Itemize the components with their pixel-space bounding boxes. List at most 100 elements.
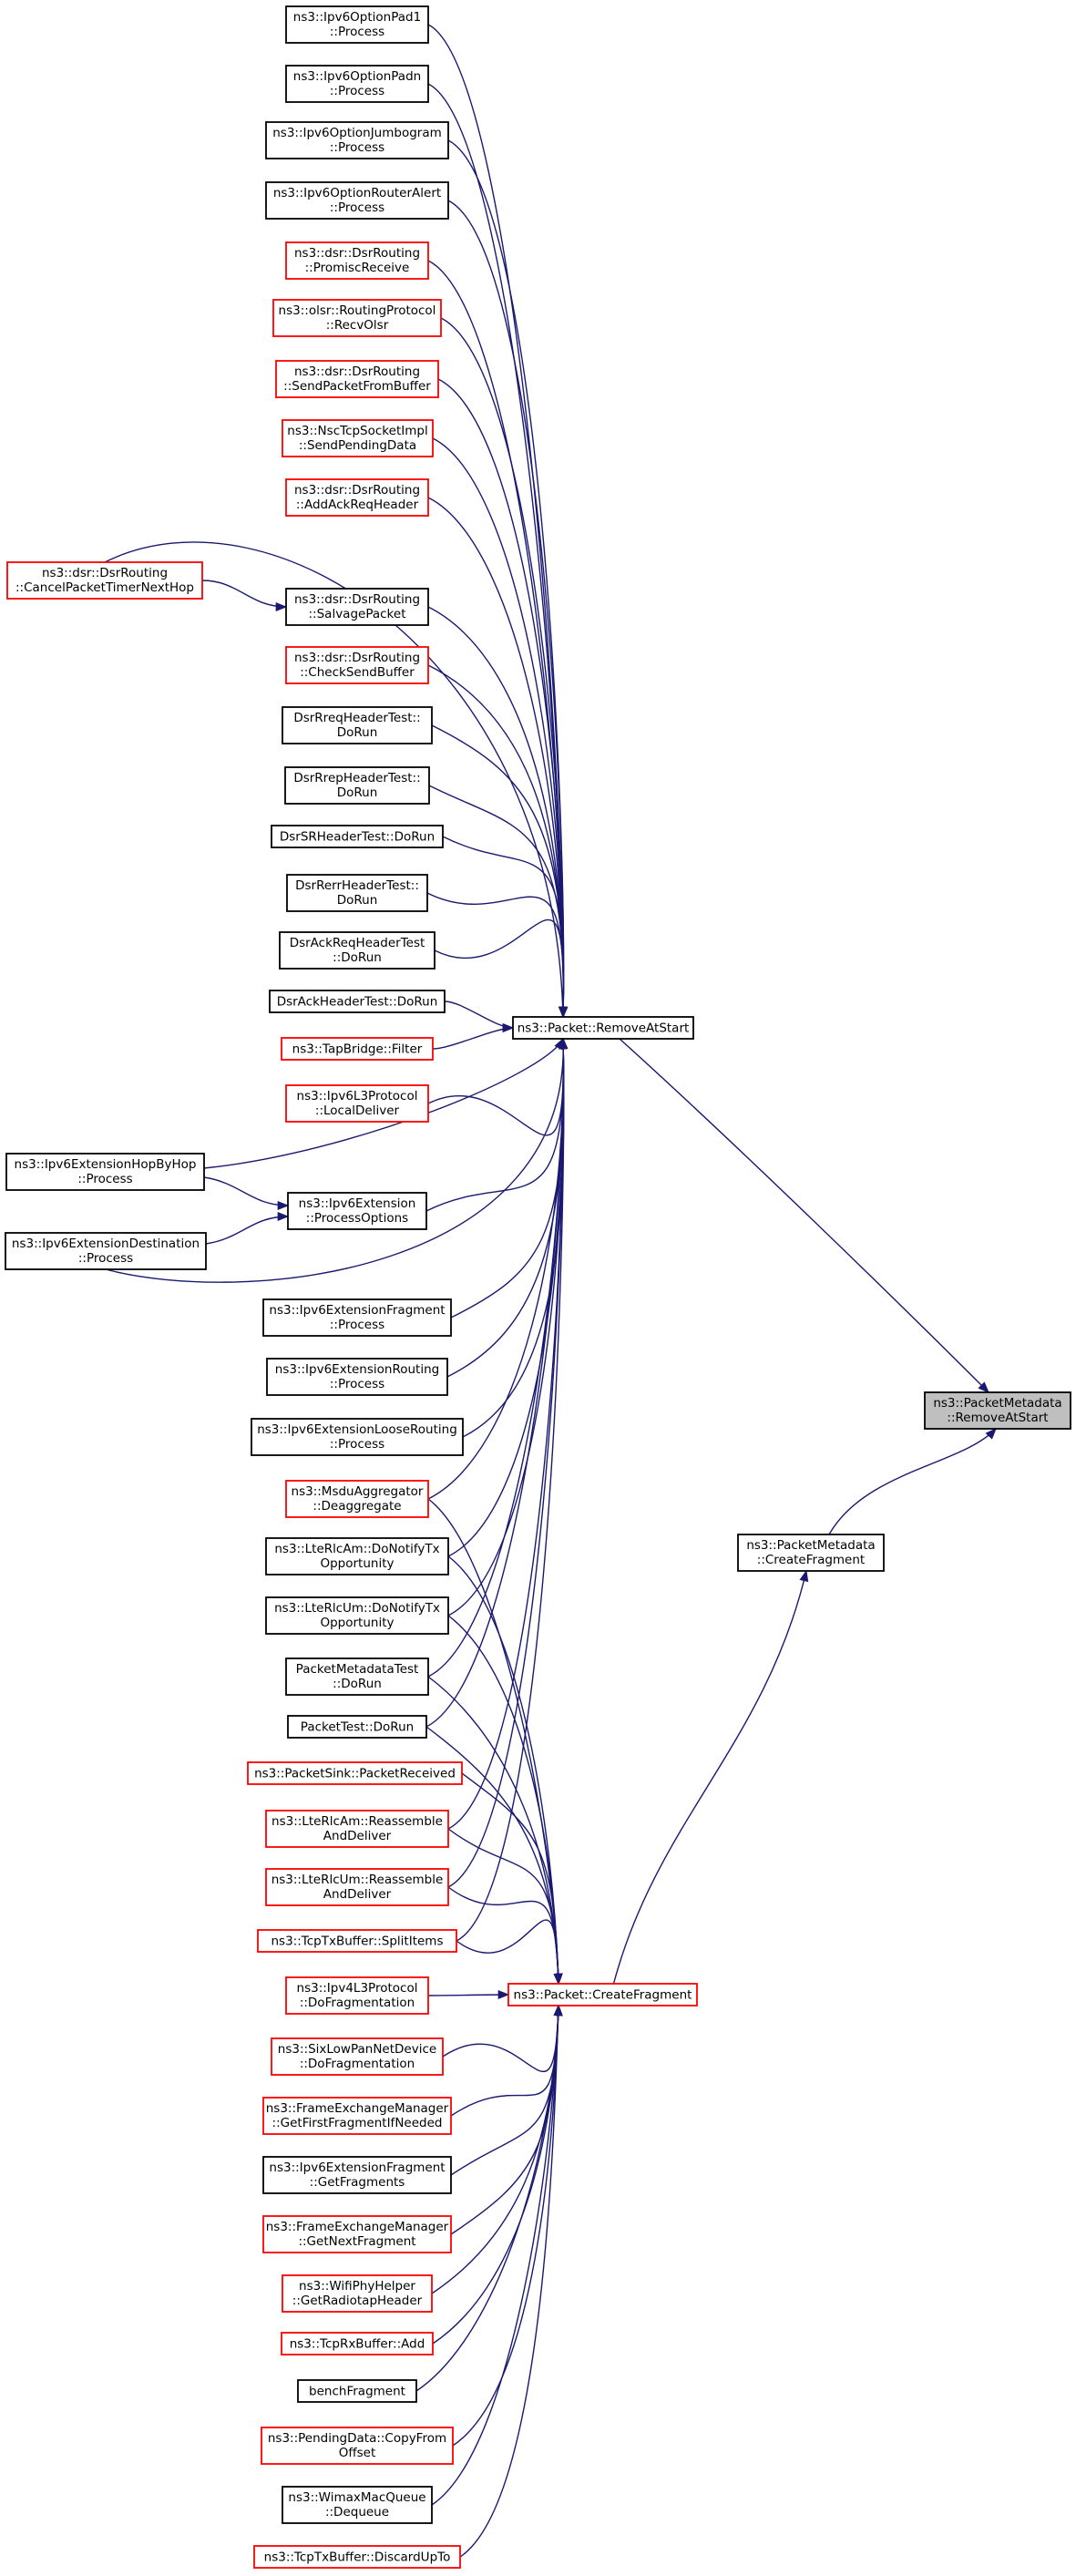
edge-check_send_buffer-to-removeatstart bbox=[427, 664, 569, 1019]
edge-hopbyhop-to-removeatstart bbox=[203, 1037, 564, 1169]
node-ack-req-test[interactable]: DsrAckReqHeaderTest::DoRun bbox=[279, 931, 436, 970]
node-ext-fragment-process[interactable]: ns3::Ipv6ExtensionFragment::Process bbox=[262, 1298, 452, 1337]
node-box bbox=[6, 561, 203, 600]
edge-tcp_split_items-to-removeatstart bbox=[456, 1037, 569, 1942]
node-ext-loose-routing[interactable]: ns3::Ipv6ExtensionLooseRouting::Process bbox=[251, 1418, 464, 1456]
node-packet-test[interactable]: PacketTest::DoRun bbox=[287, 1715, 427, 1739]
node-tcp-split-items[interactable]: ns3::TcpTxBuffer::SplitItems bbox=[257, 1929, 457, 1953]
node-send-pending-data[interactable]: ns3::NscTcpSocketImpl::SendPendingData bbox=[282, 419, 434, 457]
node-label: ::PromiscReceive bbox=[305, 261, 410, 275]
node-label: ::Process bbox=[330, 25, 384, 39]
node-padn[interactable]: ns3::Ipv6OptionPadn::Process bbox=[285, 65, 429, 103]
node-get-fragments[interactable]: ns3::Ipv6ExtensionFragment::GetFragments bbox=[262, 2156, 452, 2194]
node-label: ns3::Packet::RemoveAtStart bbox=[518, 1021, 690, 1036]
edge-process_options-to-removeatstart bbox=[425, 1037, 569, 1212]
node-next-fragment[interactable]: ns3::FrameExchangeManager::GetNextFragme… bbox=[262, 2215, 452, 2253]
node-bench-fragment[interactable]: benchFragment bbox=[297, 2379, 417, 2403]
node-label: ns3::Ipv6ExtensionHopByHop bbox=[15, 1157, 197, 1172]
node-packet-metadata-test[interactable]: PacketMetadataTest::DoRun bbox=[285, 1657, 429, 1696]
node-box bbox=[287, 1192, 427, 1230]
edge-hopbyhop-to-processoptions bbox=[203, 1176, 290, 1211]
node-label: ns3::FrameExchangeManager bbox=[266, 2101, 449, 2116]
node-tap-bridge-filter[interactable]: ns3::TapBridge::Filter bbox=[281, 1037, 434, 1061]
node-process-options[interactable]: ns3::Ipv6Extension::ProcessOptions bbox=[287, 1192, 427, 1230]
node-pad1[interactable]: ns3::Ipv6OptionPad1::Process bbox=[285, 5, 429, 44]
edge-createfragment-to-pmcreatefragment bbox=[612, 1569, 809, 1985]
node-tcp-rx-add[interactable]: ns3::TcpRxBuffer::Add bbox=[281, 2332, 434, 2355]
node-rreq-test[interactable]: DsrRreqHeaderTest::DoRun bbox=[282, 706, 433, 744]
node-cancel-packet-timer[interactable]: ns3::dsr::DsrRouting::CancelPacketTimerN… bbox=[6, 561, 203, 600]
edge-packet_test-to-removeatstart bbox=[425, 1037, 569, 1728]
node-remove-at-start[interactable]: ns3::Packet::RemoveAtStart bbox=[512, 1016, 694, 1040]
edge-extdestination-to-processoptions bbox=[205, 1211, 290, 1245]
node-label: ns3::LteRlcUm::DoNotifyTx bbox=[274, 1601, 440, 1616]
node-rerr-test[interactable]: DsrRerrHeaderTest::DoRun bbox=[286, 874, 428, 912]
node-label: DsrAckReqHeaderTest bbox=[290, 936, 425, 950]
node-label: ::Dequeue bbox=[325, 2505, 389, 2520]
node-box bbox=[262, 2215, 452, 2253]
node-check-send-buffer[interactable]: ns3::dsr::DsrRouting::CheckSendBuffer bbox=[285, 646, 429, 684]
node-box bbox=[275, 360, 439, 398]
node-box bbox=[287, 1715, 427, 1739]
node-label: ::DoFragmentation bbox=[300, 2057, 415, 2071]
node-label: ns3::dsr::DsrRouting bbox=[294, 246, 420, 261]
node-pm-create-fragment[interactable]: ns3::PacketMetadata::CreateFragment bbox=[737, 1534, 885, 1572]
node-label: ::Process bbox=[78, 1251, 133, 1266]
node-label: ns3::Ipv6ExtensionFragment bbox=[269, 2160, 445, 2175]
node-ext-routing[interactable]: ns3::Ipv6ExtensionRouting::Process bbox=[266, 1358, 448, 1396]
node-ext-destination[interactable]: ns3::Ipv6ExtensionDestination::Process bbox=[5, 1232, 207, 1270]
node-box bbox=[285, 1976, 429, 2015]
node-create-fragment[interactable]: ns3::Packet::CreateFragment bbox=[507, 1983, 698, 2006]
node-salvage-packet[interactable]: ns3::dsr::DsrRouting::SalvagePacket bbox=[285, 588, 429, 626]
node-target[interactable]: ns3::PacketMetadata::RemoveAtStart bbox=[924, 1391, 1071, 1430]
node-label: ::RecvOlsr bbox=[326, 318, 389, 333]
node-label: ::Process bbox=[330, 1437, 384, 1452]
node-box bbox=[257, 1929, 457, 1953]
node-box bbox=[271, 2037, 444, 2076]
node-label: ns3::PacketMetadata bbox=[746, 1538, 875, 1553]
node-discard-up-to[interactable]: ns3::TcpTxBuffer::DiscardUpTo bbox=[253, 2545, 461, 2569]
node-packet-sink[interactable]: ns3::PacketSink::PacketReceived bbox=[247, 1761, 463, 1785]
node-label: ::Process bbox=[330, 200, 384, 215]
node-radiotap-header[interactable]: ns3::WifiPhyHelper::GetRadiotapHeader bbox=[282, 2274, 433, 2313]
node-msdu-deaggregate[interactable]: ns3::MsduAggregator::Deaggregate bbox=[285, 1480, 429, 1518]
node-box bbox=[285, 1657, 429, 1696]
node-label: ::Deaggregate bbox=[313, 1499, 401, 1514]
node-promisc-receive[interactable]: ns3::dsr::DsrRouting::PromiscReceive bbox=[285, 241, 429, 280]
node-label: Opportunity bbox=[320, 1616, 394, 1630]
node-local-deliver[interactable]: ns3::Ipv6L3Protocol::LocalDeliver bbox=[285, 1084, 429, 1123]
edge-first_fragment-to-createfragment bbox=[450, 2004, 563, 2117]
node-rrep-test[interactable]: DsrRrepHeaderTest::DoRun bbox=[284, 766, 430, 805]
node-first-fragment[interactable]: ns3::FrameExchangeManager::GetFirstFragm… bbox=[262, 2097, 452, 2135]
node-send-packet-from-buffer[interactable]: ns3::dsr::DsrRouting::SendPacketFromBuff… bbox=[275, 360, 439, 398]
node-label: DsrSRHeaderTest::DoRun bbox=[280, 830, 435, 845]
node-recv-olsr[interactable]: ns3::olsr::RoutingProtocol::RecvOlsr bbox=[272, 299, 442, 337]
node-label: ns3::olsr::RoutingProtocol bbox=[279, 303, 436, 318]
node-box bbox=[265, 1537, 449, 1575]
node-sr-test[interactable]: DsrSRHeaderTest::DoRun bbox=[271, 825, 444, 848]
node-sixlowpan-fragmentation[interactable]: ns3::SixLowPanNetDevice::DoFragmentation bbox=[271, 2037, 444, 2076]
node-label: AndDeliver bbox=[323, 1829, 392, 1843]
node-hop-by-hop[interactable]: ns3::Ipv6ExtensionHopByHop::Process bbox=[5, 1153, 205, 1191]
node-ipv4-fragmentation[interactable]: ns3::Ipv4L3Protocol::DoFragmentation bbox=[285, 1976, 429, 2015]
edge-tcp_split_items-to-createfragment bbox=[456, 1919, 563, 1986]
node-box bbox=[285, 1084, 429, 1123]
node-label: Opportunity bbox=[320, 1556, 394, 1571]
node-label: DoRun bbox=[337, 893, 378, 908]
node-router-alert[interactable]: ns3::Ipv6OptionRouterAlert::Process bbox=[265, 181, 449, 220]
node-label: ns3::WimaxMacQueue bbox=[288, 2490, 425, 2505]
node-ack-test[interactable]: DsrAckHeaderTest::DoRun bbox=[269, 990, 446, 1013]
edges bbox=[104, 24, 997, 2558]
node-label: ::Process bbox=[330, 1318, 384, 1332]
node-add-ack-req-header[interactable]: ns3::dsr::DsrRouting::AddAckReqHeader bbox=[285, 478, 429, 517]
node-jumbogram[interactable]: ns3::Ipv6OptionJumbogram::Process bbox=[265, 121, 449, 159]
node-label: ns3::dsr::DsrRouting bbox=[294, 651, 420, 665]
node-box bbox=[512, 1016, 694, 1040]
node-wimax-dequeue[interactable]: ns3::WimaxMacQueue::Dequeue bbox=[282, 2486, 433, 2524]
edge-ack_req_test-to-removeatstart bbox=[434, 919, 569, 1019]
